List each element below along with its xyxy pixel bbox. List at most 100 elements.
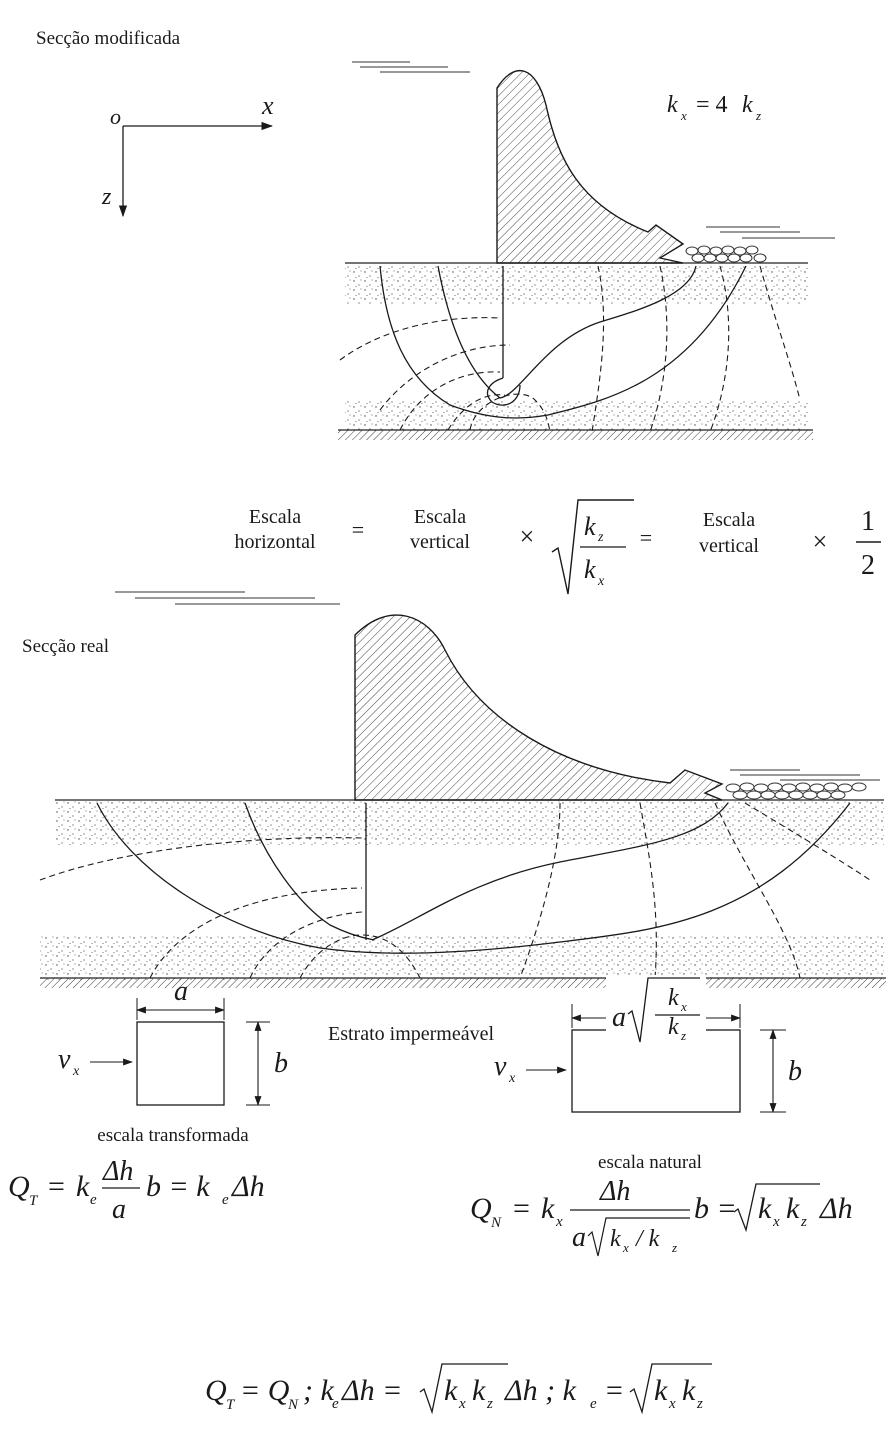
fin-p1-sub: T [226,1397,236,1413]
qt-tail: b = k [146,1170,210,1203]
permeable-layer-top [345,264,808,304]
fin-p2: = Q [240,1374,290,1407]
fin-r2: k [472,1374,486,1407]
sqrt-den: k [584,555,596,584]
element-right-width-kz: k [668,1014,679,1040]
element-transformed: a b v x escala transformada [58,976,288,1146]
element-left-velocity-sub: x [72,1064,80,1079]
formula-final: Q T = Q N ; k e Δh = k x k z Δh ; k e = … [205,1363,712,1415]
ratio-kz: k [742,92,753,118]
qt-num: Δh [102,1156,133,1187]
sqrt-num: k [584,512,596,541]
qn-tail-end: Δh [819,1192,853,1225]
ratio-kz-sub: z [755,108,761,123]
flow-lines-bottom [96,802,851,954]
qt-k: k [76,1170,90,1203]
scale-times1: × [520,522,535,551]
axis-z-label: z [101,184,112,210]
qn-den-slash: / k [634,1226,660,1252]
qn-k-sub: x [555,1214,563,1230]
dam-body [496,69,685,264]
element-right-width-a: a [612,1002,626,1033]
qt-tail-end: Δh [231,1170,265,1203]
qn-q: Q [470,1192,492,1225]
qt-q-sub: T [29,1193,39,1209]
stratum-label: Estrato impermeável [328,1023,494,1045]
scale-term2-line2: vertical [410,531,470,553]
element-right-width-kz-sub: z [680,1028,686,1043]
qn-k: k [541,1192,555,1225]
fin-p5: Δh ; k [504,1374,577,1407]
scale-times2: × [813,527,828,556]
qt-tail-sub: e [222,1192,229,1208]
qt-eq: = [48,1170,65,1203]
permeable-layer-real-bottom [40,935,884,980]
qn-r-kx: k [758,1192,772,1225]
qn-eq: = [513,1192,530,1225]
frac-den: 2 [861,550,875,581]
fin-r4: k [682,1374,696,1407]
permeable-layer-real-top [55,801,884,846]
impermeable-bed [338,430,813,440]
scale-eq1: = [352,517,364,542]
equipotential-lines-bottom [39,802,871,979]
formula-QN: Q N = k x Δh a k x / k z b = k x k z Δh [470,1176,853,1257]
sqrt-den-sub: x [597,574,605,589]
riprap-real-icon [725,782,867,800]
fin-p1: Q [205,1374,227,1407]
qt-q: Q [8,1170,30,1203]
flow-lines-top [379,265,747,419]
fin-p2-sub: N [287,1397,299,1413]
fin-r4-sub: z [696,1396,703,1412]
qn-num: Δh [599,1176,630,1207]
sqrt-num-sub: z [597,530,604,545]
dam-body-real [354,614,724,801]
fin-r1: k [444,1374,458,1407]
fin-p6: = [604,1374,624,1407]
bottom-section-title: Secção real [22,636,109,657]
scale-relation: Escala horizontal = Escala vertical × k … [234,499,881,595]
upstream-water-icon [352,61,470,73]
downstream-water-icon [706,226,835,239]
element-left-width: a [174,976,188,1007]
fin-p4: Δh = [341,1374,402,1407]
scale-term3-line2: vertical [699,535,759,557]
riprap-icon [685,245,767,263]
frac-num: 1 [861,506,875,537]
qn-den-k1-sub: x [622,1240,629,1255]
scale-eq2: = [640,525,652,550]
element-left-scale: escala transformada [97,1125,249,1146]
fin-r2-sub: z [486,1396,493,1412]
permeable-layer-bottom [345,400,808,430]
qn-r-kz: k [786,1192,800,1225]
axis-x-label: x [261,91,274,120]
qn-den-k1: k [610,1226,621,1252]
element-left-height: b [274,1048,288,1079]
qn-den-a: a [572,1222,586,1253]
fin-r1-sub: x [458,1396,466,1412]
top-section-title: Secção modificada [36,28,181,49]
upstream-water-real-icon [115,591,340,605]
ratio-kx: k [667,92,678,118]
scale-term3-line1: Escala [703,509,755,531]
qt-k-sub: e [90,1192,97,1208]
fin-p5-sub: e [590,1396,597,1412]
impermeable-bed-real [40,978,886,988]
axis-origin-label: o [110,104,121,129]
qn-q-sub: N [490,1215,502,1231]
element-right-velocity-sub: x [508,1071,516,1086]
scale-term2-line1: Escala [414,506,466,528]
equipotential-lines-top [339,265,801,433]
element-left-velocity: v [58,1044,71,1075]
sqrt-sign-icon [551,499,634,595]
permeability-ratio: k x = 4 k z [667,92,761,123]
downstream-water-real-icon [730,769,880,781]
fin-r3: k [654,1374,668,1407]
qn-r-kz-sub: z [800,1214,807,1230]
fin-p3: ; k [303,1374,334,1407]
fin-r3-sub: x [668,1396,676,1412]
qn-tail: b = [694,1192,737,1225]
qn-r-kx-sub: x [772,1214,780,1230]
element-natural: a k x k z b v x escala natural [494,975,802,1173]
scale-term1-line2: horizontal [234,531,316,553]
